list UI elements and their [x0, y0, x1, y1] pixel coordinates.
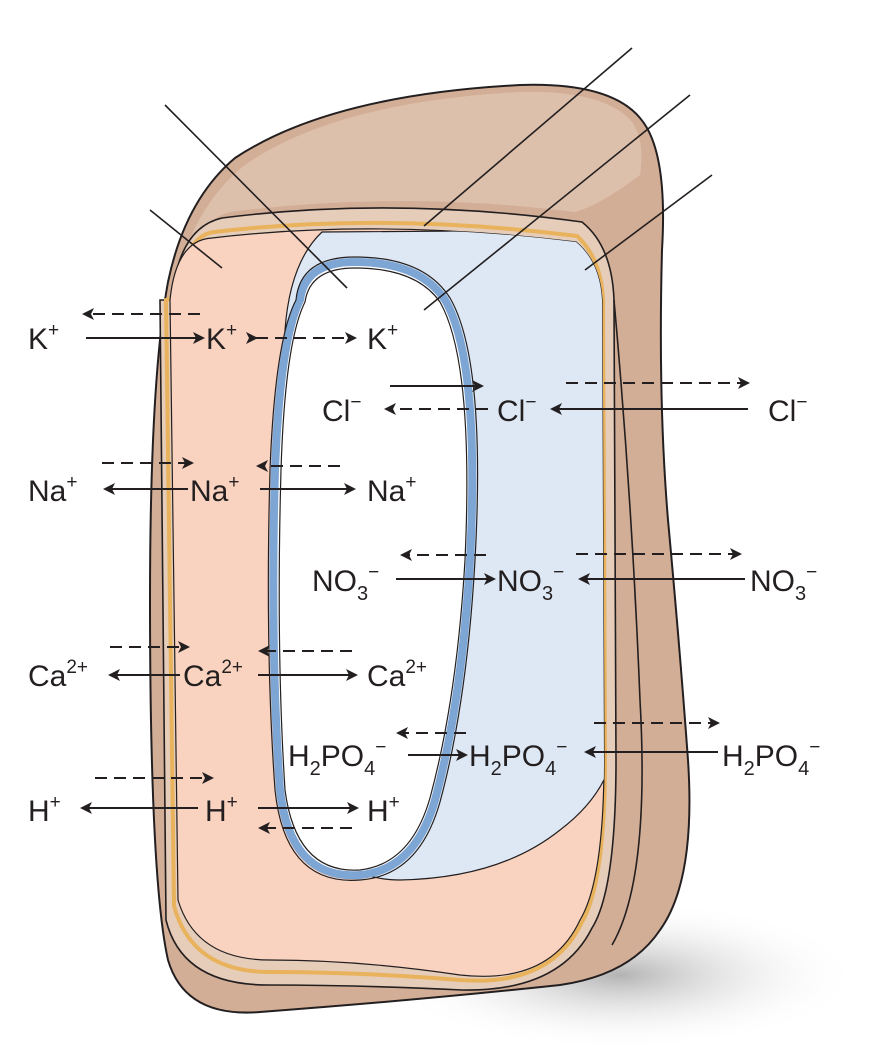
h2po4-outside-label: H2PO4− — [722, 737, 820, 780]
no3-outside-label: NO3− — [750, 562, 817, 605]
ca-outside-label: Ca2+ — [28, 657, 88, 693]
cl-outside-label: Cl− — [768, 392, 807, 428]
h-outside-label: H+ — [28, 792, 61, 828]
na-outside-label: Na+ — [28, 472, 77, 508]
k-outside-label: K+ — [28, 320, 59, 356]
